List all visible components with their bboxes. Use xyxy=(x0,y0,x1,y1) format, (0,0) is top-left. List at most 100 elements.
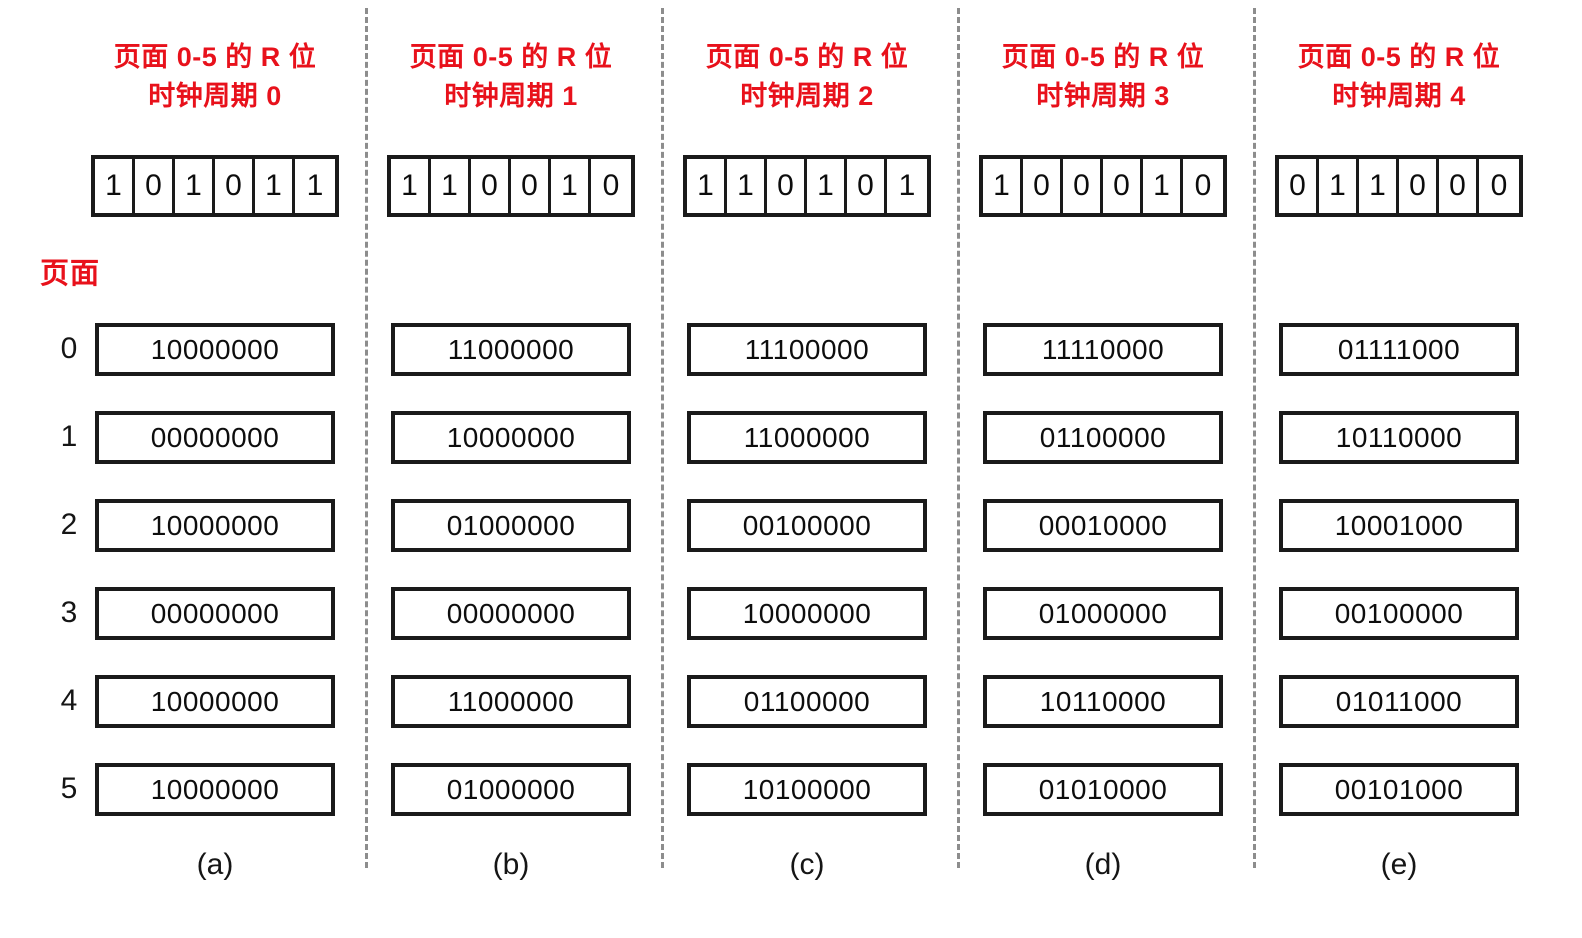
r-bit-cell: 0 xyxy=(511,159,551,213)
column-b-title: 页面 0-5 的 R 位 时钟周期 1 xyxy=(363,38,659,116)
counter-box: 01000000 xyxy=(391,499,631,552)
column-a-r-bit-register: 1 0 1 0 1 1 xyxy=(91,155,339,217)
r-bit-cell: 1 xyxy=(175,159,215,213)
counter-box: 00000000 xyxy=(95,587,335,640)
counter-box: 01100000 xyxy=(983,411,1223,464)
counter-box: 01100000 xyxy=(687,675,927,728)
r-bit-cell: 0 xyxy=(1194,169,1212,202)
r-bit-cell: 0 xyxy=(847,159,887,213)
r-bit-cell: 1 xyxy=(1359,159,1399,213)
r-bit-cell: 1 xyxy=(1143,159,1183,213)
counter-box: 01111000 xyxy=(1279,323,1519,376)
counter-box: 10000000 xyxy=(391,411,631,464)
row-index-3: 3 xyxy=(60,596,78,629)
column-d-r-bit-register: 1 0 0 0 1 0 xyxy=(979,155,1227,217)
counter-box: 10110000 xyxy=(983,675,1223,728)
column-c-r-bit-register: 1 1 0 1 0 1 xyxy=(683,155,931,217)
r-bit-cell: 0 xyxy=(602,169,620,202)
column-divider-3 xyxy=(957,8,960,868)
r-bit-cell: 1 xyxy=(391,159,431,213)
clock-tick-column-d: 页面 0-5 的 R 位 时钟周期 3 1 0 0 0 1 0 11110000… xyxy=(955,0,1251,938)
column-a-sub-label: (a) xyxy=(196,848,234,881)
column-b-r-bit-register: 1 1 0 0 1 0 xyxy=(387,155,635,217)
r-bit-cell: 0 xyxy=(1103,159,1143,213)
r-bit-cell: 1 xyxy=(95,159,135,213)
column-b-title-line1: 页面 0-5 的 R 位 xyxy=(409,42,613,72)
r-bit-cell: 0 xyxy=(135,159,175,213)
column-c-title-line2: 时钟周期 2 xyxy=(740,81,874,112)
column-a-title-line1: 页面 0-5 的 R 位 xyxy=(113,42,317,72)
column-e-title: 页面 0-5 的 R 位 时钟周期 4 xyxy=(1251,38,1547,116)
pages-caption: 页面 xyxy=(40,258,101,290)
counter-box: 11110000 xyxy=(983,323,1223,376)
clock-tick-column-a: 页面 0-5 的 R 位 时钟周期 0 1 0 1 0 1 1 10000000… xyxy=(67,0,363,938)
counter-box: 00010000 xyxy=(983,499,1223,552)
column-e-title-line1: 页面 0-5 的 R 位 xyxy=(1297,42,1501,72)
counter-box: 11000000 xyxy=(391,675,631,728)
counter-box: 10110000 xyxy=(1279,411,1519,464)
r-bit-cell: 1 xyxy=(727,159,767,213)
row-index-5: 5 xyxy=(60,772,78,805)
clock-tick-column-b: 页面 0-5 的 R 位 时钟周期 1 1 1 0 0 1 0 11000000… xyxy=(363,0,659,938)
counter-box: 10001000 xyxy=(1279,499,1519,552)
counter-box: 00101000 xyxy=(1279,763,1519,816)
row-index-0: 0 xyxy=(60,332,78,365)
column-a-title-line2: 时钟周期 0 xyxy=(148,81,282,112)
column-d-sub-label: (d) xyxy=(1084,848,1122,881)
counter-box: 00000000 xyxy=(95,411,335,464)
counter-box: 10000000 xyxy=(687,587,927,640)
counter-box: 01000000 xyxy=(391,763,631,816)
counter-box: 01010000 xyxy=(983,763,1223,816)
column-b-sub-label: (b) xyxy=(492,848,530,881)
column-e-title-line2: 时钟周期 4 xyxy=(1332,81,1466,112)
column-c-title-line1: 页面 0-5 的 R 位 xyxy=(705,42,909,72)
row-index-4: 4 xyxy=(60,684,78,717)
column-divider-1 xyxy=(365,8,368,868)
r-bit-cell: 0 xyxy=(1490,169,1508,202)
column-e-sub-label: (e) xyxy=(1380,848,1418,881)
counter-box: 11000000 xyxy=(391,323,631,376)
counter-box: 01000000 xyxy=(983,587,1223,640)
counter-box: 10000000 xyxy=(95,323,335,376)
r-bit-cell: 1 xyxy=(431,159,471,213)
counter-box: 10000000 xyxy=(95,675,335,728)
clock-tick-column-e: 页面 0-5 的 R 位 时钟周期 4 0 1 1 0 0 0 01111000… xyxy=(1251,0,1547,938)
r-bit-cell: 1 xyxy=(1319,159,1359,213)
counter-box: 00100000 xyxy=(687,499,927,552)
column-b-title-line2: 时钟周期 1 xyxy=(444,81,578,112)
row-index-2: 2 xyxy=(60,508,78,541)
clock-tick-column-c: 页面 0-5 的 R 位 时钟周期 2 1 1 0 1 0 1 11100000… xyxy=(659,0,955,938)
r-bit-cell: 1 xyxy=(898,169,916,202)
r-bit-cell: 1 xyxy=(255,159,295,213)
counter-box: 11100000 xyxy=(687,323,927,376)
counter-box: 10000000 xyxy=(95,499,335,552)
r-bit-cell: 0 xyxy=(1439,159,1479,213)
counter-box: 00100000 xyxy=(1279,587,1519,640)
column-d-title-line2: 时钟周期 3 xyxy=(1036,81,1170,112)
row-index-1: 1 xyxy=(60,420,78,453)
column-divider-2 xyxy=(661,8,664,868)
column-a-title: 页面 0-5 的 R 位 时钟周期 0 xyxy=(67,38,363,116)
r-bit-cell: 0 xyxy=(1063,159,1103,213)
counter-box: 10000000 xyxy=(95,763,335,816)
r-bit-cell: 1 xyxy=(687,159,727,213)
r-bit-cell: 0 xyxy=(767,159,807,213)
r-bit-cell: 0 xyxy=(1279,159,1319,213)
r-bit-cell: 1 xyxy=(551,159,591,213)
column-c-title: 页面 0-5 的 R 位 时钟周期 2 xyxy=(659,38,955,116)
r-bit-cell: 0 xyxy=(471,159,511,213)
counter-box: 10100000 xyxy=(687,763,927,816)
r-bit-cell: 0 xyxy=(1399,159,1439,213)
column-e-r-bit-register: 0 1 1 0 0 0 xyxy=(1275,155,1523,217)
r-bit-cell: 0 xyxy=(215,159,255,213)
r-bit-cell: 1 xyxy=(306,169,324,202)
column-c-sub-label: (c) xyxy=(789,848,825,881)
counter-box: 00000000 xyxy=(391,587,631,640)
column-divider-4 xyxy=(1253,8,1256,868)
r-bit-cell: 1 xyxy=(807,159,847,213)
counter-box: 11000000 xyxy=(687,411,927,464)
r-bit-cell: 1 xyxy=(983,159,1023,213)
column-d-title: 页面 0-5 的 R 位 时钟周期 3 xyxy=(955,38,1251,116)
column-d-title-line1: 页面 0-5 的 R 位 xyxy=(1001,42,1205,72)
